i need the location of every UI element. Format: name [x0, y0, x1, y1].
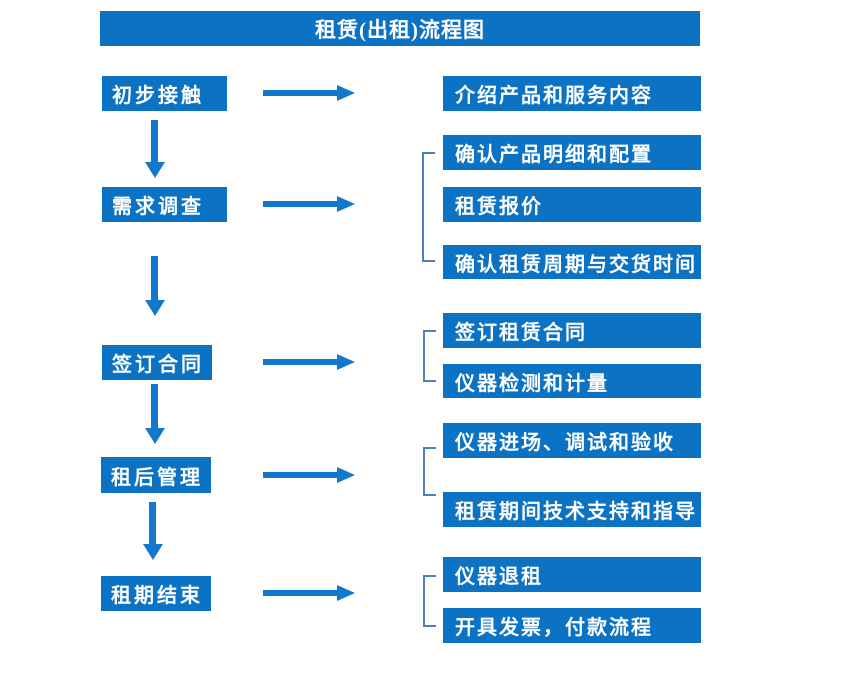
output-box-invoice-payment: 开具发票，付款流程 [443, 608, 701, 643]
output-label: 仪器检测和计量 [455, 372, 609, 395]
output-box-instrument-return: 仪器退租 [443, 557, 701, 592]
arrow-right-icon [263, 196, 355, 212]
step-box-rental-end: 租期结束 [101, 576, 211, 611]
output-label: 租赁报价 [455, 196, 543, 218]
step-label: 需求调查 [112, 196, 204, 218]
output-label: 开具发票，付款流程 [455, 617, 653, 639]
output-box-introduce-products-services: 介绍产品和服务内容 [443, 76, 701, 111]
output-box-sign-rental-contract: 签订租赁合同 [443, 313, 701, 348]
output-label: 介绍产品和服务内容 [455, 85, 653, 107]
output-label: 租赁期间技术支持和指导 [455, 501, 697, 523]
bracket-connector [423, 575, 436, 627]
output-label: 仪器进场、调试和验收 [455, 432, 675, 454]
title-bar: 租赁(出租)流程图 [100, 11, 700, 46]
step-box-post-rental-management: 租后管理 [101, 457, 211, 493]
bracket-connector [423, 447, 436, 496]
arrow-down-icon [143, 502, 163, 560]
output-label: 签订租赁合同 [455, 322, 587, 344]
output-label: 确认租赁周期与交货时间 [455, 253, 697, 276]
step-label: 租后管理 [111, 466, 203, 489]
arrow-right-icon [263, 467, 355, 483]
step-label: 租期结束 [111, 585, 203, 607]
output-box-technical-support-guidance: 租赁期间技术支持和指导 [443, 492, 701, 527]
arrow-right-icon [263, 354, 355, 370]
output-box-confirm-rental-period-delivery: 确认租赁周期与交货时间 [443, 245, 701, 279]
arrow-down-icon [145, 256, 165, 316]
step-box-sign-contract: 签订合同 [102, 345, 212, 380]
arrow-down-icon [145, 384, 165, 444]
arrow-down-icon [145, 120, 165, 178]
output-box-rental-quote: 租赁报价 [443, 187, 701, 222]
step-box-initial-contact: 初步接触 [102, 76, 227, 111]
output-box-instrument-entry-commissioning: 仪器进场、调试和验收 [443, 423, 701, 458]
bracket-connector [422, 152, 435, 262]
arrow-right-icon [263, 585, 355, 601]
output-label: 确认产品明细和配置 [455, 144, 653, 166]
flow-title: 租赁(出租)流程图 [315, 17, 485, 42]
step-box-demand-survey: 需求调查 [102, 187, 227, 222]
step-label: 初步接触 [112, 85, 204, 107]
arrow-right-icon [263, 85, 355, 101]
output-label: 仪器退租 [455, 566, 543, 588]
step-label: 签订合同 [112, 354, 204, 376]
output-box-instrument-testing-metrology: 仪器检测和计量 [443, 364, 701, 398]
bracket-connector [423, 330, 436, 382]
output-box-confirm-product-details: 确认产品明细和配置 [443, 135, 701, 170]
